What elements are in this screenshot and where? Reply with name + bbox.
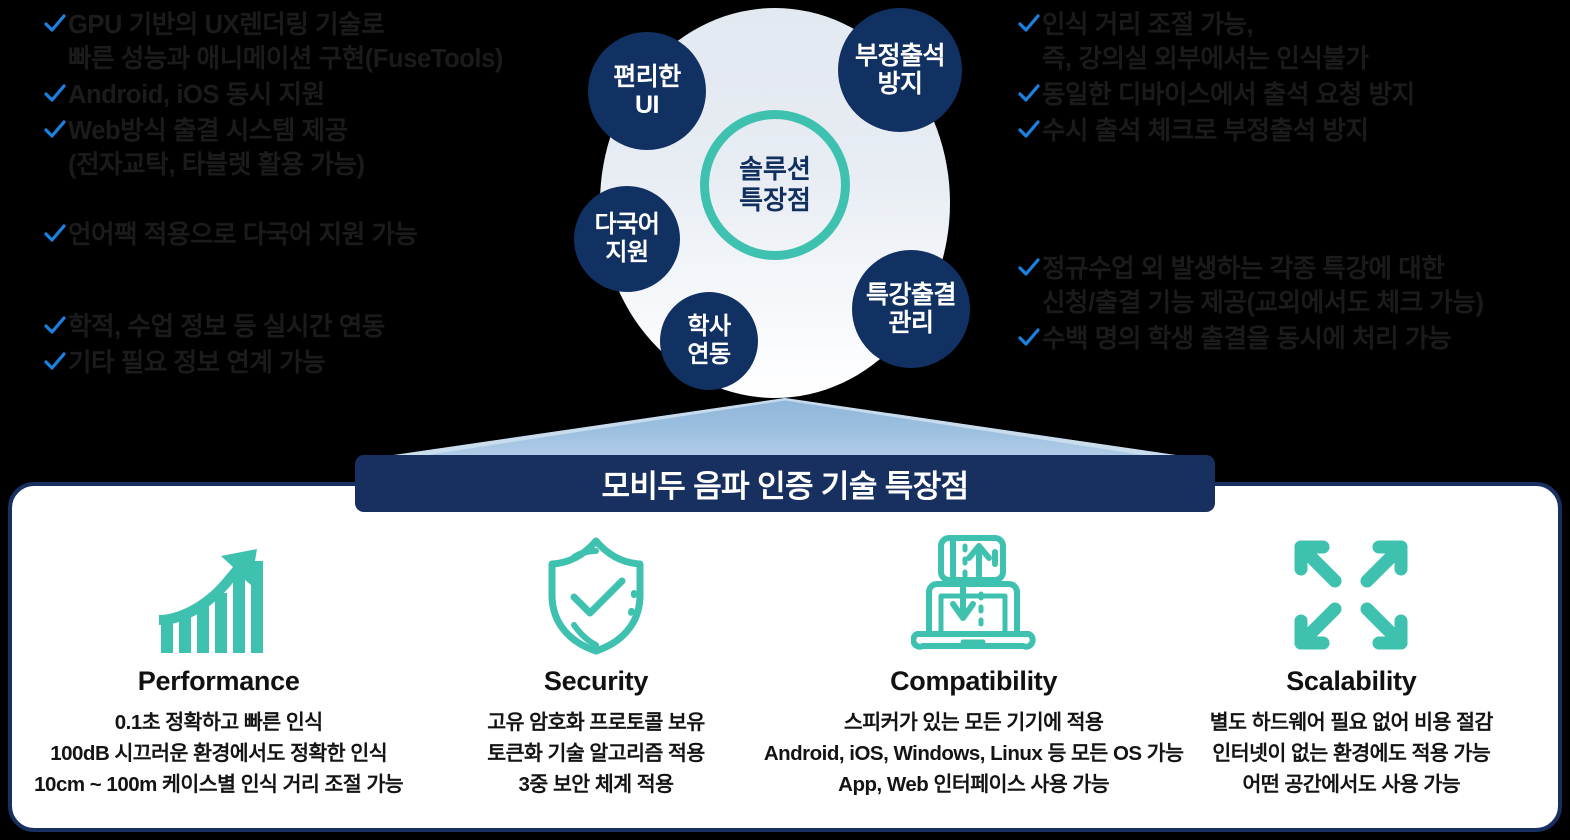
growth-chart-arrow-icon bbox=[139, 530, 299, 660]
check-icon bbox=[42, 218, 68, 252]
feature-line: 3중 보안 체계 적용 bbox=[518, 773, 674, 796]
shield-check-icon bbox=[516, 530, 676, 660]
feature-line: 고유 암호화 프로토콜 보유 bbox=[487, 711, 705, 734]
feature-description: 0.1초 정확하고 빠른 인식 100dB 시끄러운 환경에서도 정확한 인식 … bbox=[34, 707, 404, 800]
feature-line: 인터넷이 없는 환경에도 적용 가능 bbox=[1212, 742, 1491, 765]
check-icon bbox=[42, 114, 68, 148]
check-icon bbox=[42, 310, 68, 344]
bullet-text: 언어팩 적용으로 다국어 지원 가능 bbox=[68, 221, 418, 249]
bullet-text: Web방식 출결 시스템 제공(전자교탁, 타블렛 활용 가능) bbox=[68, 117, 365, 179]
bullet-text: 학적, 수업 정보 등 실시간 연동 bbox=[68, 313, 385, 341]
bullet-item: Web방식 출결 시스템 제공(전자교탁, 타블렛 활용 가능) bbox=[42, 114, 503, 182]
bullet-text: 수백 명의 학생 출결을 동시에 처리 가능 bbox=[1042, 325, 1452, 353]
feature-line: 0.1초 정확하고 빠른 인식 bbox=[114, 711, 323, 734]
center-label-line2: 특장점 bbox=[739, 185, 811, 215]
bullet-item: 인식 거리 조절 가능,즉, 강의실 외부에서는 인식불가 bbox=[1016, 8, 1415, 76]
chevron-connector bbox=[360, 398, 1210, 460]
features-card: Performance 0.1초 정확하고 빠른 인식 100dB 시끄러운 환… bbox=[8, 482, 1562, 832]
right-bullet-group-top: 인식 거리 조절 가능,즉, 강의실 외부에서는 인식불가 동일한 디바이스에서… bbox=[1016, 8, 1415, 150]
feature-title: Scalability bbox=[1286, 666, 1417, 696]
banner-title: 모비두 음파 인증 기술 특장점 bbox=[601, 469, 969, 504]
feature-line: Android, iOS, Windows, Linux 등 모든 OS 가능 bbox=[763, 742, 1184, 765]
bullet-text: 인식 거리 조절 가능,즉, 강의실 외부에서는 인식불가 bbox=[1042, 11, 1369, 73]
feature-security: Security 고유 암호화 프로토콜 보유 토큰화 기술 알고리즘 적용 3… bbox=[407, 530, 784, 800]
bullet-item: Android, iOS 동시 지원 bbox=[42, 78, 503, 112]
feature-line: 별도 하드웨어 필요 없어 비용 절감 bbox=[1209, 711, 1494, 734]
feature-line: 어떤 공간에서도 사용 가능 bbox=[1242, 773, 1461, 796]
diagram-center-ring bbox=[700, 110, 850, 260]
bullet-item: 수시 출석 체크로 부정출석 방지 bbox=[1016, 114, 1415, 148]
bullet-item: 동일한 디바이스에서 출석 요청 방지 bbox=[1016, 78, 1415, 112]
feature-compatibility: Compatibility 스피커가 있는 모든 기기에 적용 Android,… bbox=[764, 530, 1184, 800]
feature-title: Compatibility bbox=[890, 666, 1058, 696]
check-icon bbox=[42, 346, 68, 380]
feature-line: 10cm ~ 100m 케이스별 인식 거리 조절 가능 bbox=[34, 773, 404, 796]
check-icon bbox=[42, 78, 68, 112]
check-icon bbox=[1016, 114, 1042, 148]
left-bullet-group-mid: 언어팩 적용으로 다국어 지원 가능 bbox=[42, 218, 418, 254]
left-bullet-group-bottom: 학적, 수업 정보 등 실시간 연동 기타 필요 정보 연계 가능 bbox=[42, 310, 385, 382]
bullet-item: 기타 필요 정보 연계 가능 bbox=[42, 346, 385, 380]
feature-line: 100dB 시끄러운 환경에서도 정확한 인식 bbox=[50, 742, 388, 765]
center-label-line1: 솔루션 bbox=[739, 154, 811, 184]
bullet-item: 수백 명의 학생 출결을 동시에 처리 가능 bbox=[1016, 322, 1484, 356]
bullet-item: 언어팩 적용으로 다국어 지원 가능 bbox=[42, 218, 418, 252]
check-icon bbox=[1016, 322, 1042, 356]
feature-description: 고유 암호화 프로토콜 보유 토큰화 기술 알고리즘 적용 3중 보안 체계 적… bbox=[487, 707, 705, 800]
chevron-triangle bbox=[360, 398, 1210, 460]
feature-performance: Performance 0.1초 정확하고 빠른 인식 100dB 시끄러운 환… bbox=[30, 530, 407, 800]
expand-arrows-icon bbox=[1271, 530, 1431, 660]
check-icon bbox=[42, 8, 68, 42]
check-icon bbox=[1016, 8, 1042, 42]
feature-title: Security bbox=[543, 666, 649, 696]
section-banner: 모비두 음파 인증 기술 특장점 bbox=[355, 455, 1215, 512]
feature-line: 토큰화 기술 알고리즘 적용 bbox=[487, 742, 705, 765]
bullet-text: 기타 필요 정보 연계 가능 bbox=[68, 349, 326, 377]
feature-title: Performance bbox=[137, 666, 300, 696]
check-icon bbox=[1016, 78, 1042, 112]
check-icon bbox=[1016, 252, 1042, 286]
feature-description: 스피커가 있는 모든 기기에 적용 Android, iOS, Windows,… bbox=[764, 707, 1184, 800]
diagram-center-label: 솔루션 특장점 bbox=[700, 110, 850, 260]
laptop-phone-sync-icon bbox=[894, 530, 1054, 660]
bullet-text: Android, iOS 동시 지원 bbox=[68, 81, 325, 109]
bullet-text: 동일한 디바이스에서 출석 요청 방지 bbox=[1042, 81, 1415, 109]
feature-line: App, Web 인터페이스 사용 가능 bbox=[838, 773, 1110, 796]
bullet-text: 수시 출석 체크로 부정출석 방지 bbox=[1042, 117, 1369, 145]
feature-description: 별도 하드웨어 필요 없어 비용 절감 인터넷이 없는 환경에도 적용 가능 어… bbox=[1209, 707, 1494, 800]
feature-line: 스피커가 있는 모든 기기에 적용 bbox=[843, 711, 1104, 734]
feature-scalability: Scalability 별도 하드웨어 필요 없어 비용 절감 인터넷이 없는 … bbox=[1163, 530, 1540, 800]
bullet-item: 학적, 수업 정보 등 실시간 연동 bbox=[42, 310, 385, 344]
